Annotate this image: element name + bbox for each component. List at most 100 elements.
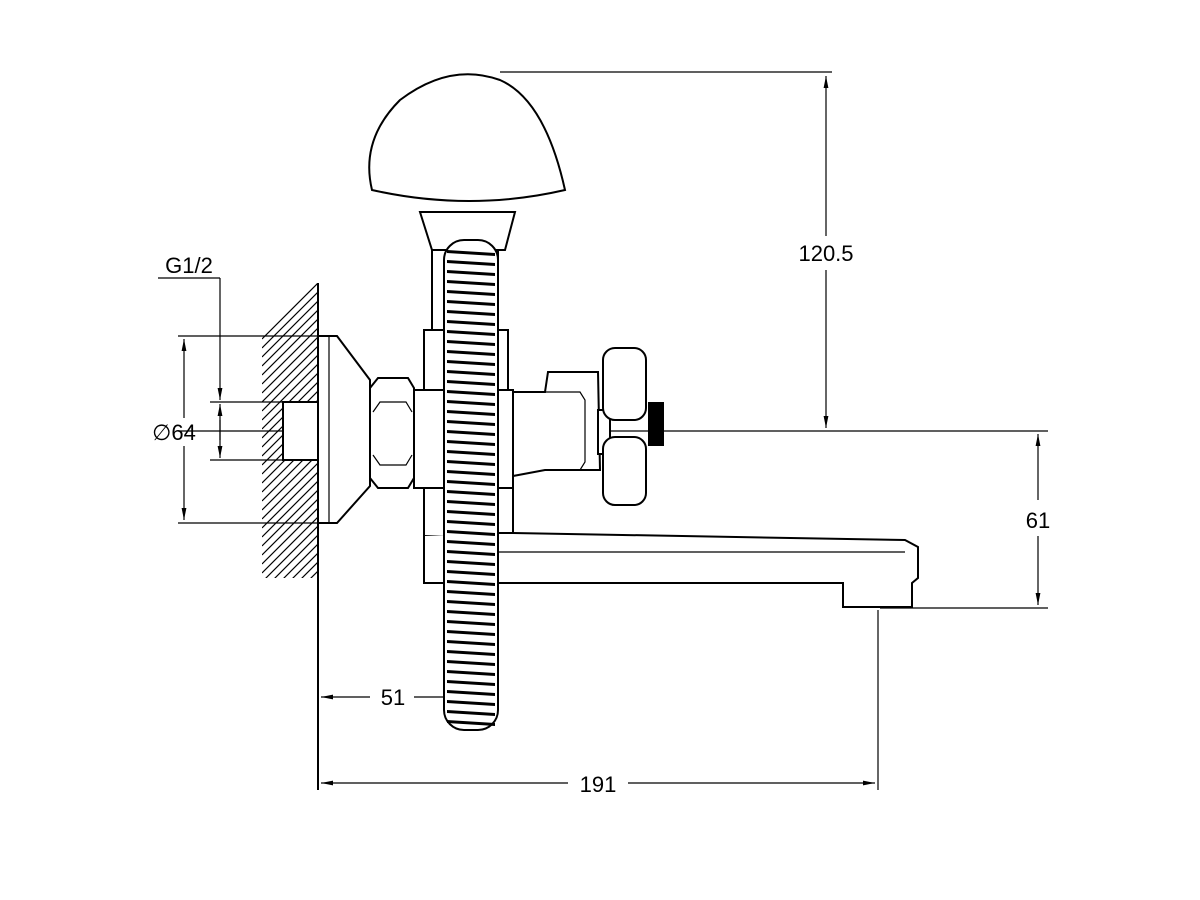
hose-rib <box>447 550 495 556</box>
hose-rib <box>447 460 495 466</box>
hose-rib <box>447 540 495 546</box>
dim-label-height-shower: 120.5 <box>798 241 853 266</box>
dim-label-flange-diameter: ∅64 <box>152 420 196 445</box>
hatch-line <box>262 598 318 654</box>
hose-rib <box>447 430 495 436</box>
hose-rib <box>447 520 495 526</box>
hose-rib <box>447 560 495 566</box>
hose-rib <box>447 570 495 576</box>
shower-bracket <box>418 211 517 251</box>
hex-nut <box>369 377 415 489</box>
hatch-line <box>265 525 318 578</box>
hatch-line <box>262 625 318 681</box>
hose-rib <box>447 370 495 376</box>
hatch-line <box>262 300 318 358</box>
dimension-total-length: 191 <box>321 610 879 797</box>
hatch-line <box>262 345 318 403</box>
hose-rib <box>447 510 495 516</box>
hose-rib <box>447 280 495 286</box>
hatch-line <box>262 607 318 663</box>
shower-head <box>368 73 567 202</box>
hose-rib <box>447 440 495 446</box>
hatch-line <box>262 489 318 547</box>
hatch-line <box>262 498 318 556</box>
hose-rib <box>447 360 495 366</box>
hose-rib <box>447 260 495 266</box>
dimension-spout-height: 61 <box>880 434 1050 609</box>
hose-rib <box>447 720 495 726</box>
hatch-line <box>262 291 318 349</box>
dim-label-hose-offset: 51 <box>381 685 405 710</box>
hatch-line <box>262 318 318 376</box>
hose-rib <box>447 330 495 336</box>
hose-rib <box>447 250 495 256</box>
hose-rib <box>447 470 495 476</box>
hatch-line <box>262 616 318 672</box>
hose-rib <box>447 290 495 296</box>
dimension-hose-offset: 51 <box>321 685 444 710</box>
hatch-line <box>262 453 318 511</box>
hose-rib <box>447 380 495 386</box>
hose-rib <box>447 310 495 316</box>
hose-rib <box>447 300 495 306</box>
hatch-line <box>262 336 318 394</box>
hose-rib <box>447 610 495 616</box>
hose-rib <box>447 620 495 626</box>
dimension-flange-diameter: ∅64 <box>152 335 318 524</box>
dim-label-thread: G1/2 <box>165 253 213 278</box>
hatch-line <box>262 363 318 421</box>
hose-rib <box>447 350 495 356</box>
handle-upper-arm[interactable] <box>602 347 647 421</box>
hatch-line <box>262 462 318 520</box>
dim-label-spout-height: 61 <box>1026 508 1050 533</box>
hose-rib <box>447 410 495 416</box>
hose-rib <box>447 710 495 716</box>
hose-rib <box>447 450 495 456</box>
hose-rib <box>447 640 495 646</box>
hose-rib <box>447 490 495 496</box>
hose-rib <box>447 630 495 636</box>
hatch-line <box>262 589 318 645</box>
dim-label-total-length: 191 <box>580 772 617 797</box>
hatch-line <box>274 534 318 578</box>
hatch-line <box>262 507 318 565</box>
hose-rib <box>447 580 495 586</box>
hose-rib <box>447 320 495 326</box>
hatch-line <box>292 552 318 578</box>
dimension-thread: G1/2 <box>158 253 283 461</box>
hose-rib <box>447 480 495 486</box>
hose-rib <box>447 650 495 656</box>
hatch-line <box>310 570 318 578</box>
hatch-line <box>262 471 318 529</box>
hose-rib <box>447 690 495 696</box>
hose-rib <box>447 530 495 536</box>
wall-flange <box>317 335 371 524</box>
hatch-line <box>262 634 318 690</box>
hose-rib <box>447 390 495 396</box>
wall-hatch <box>262 283 318 690</box>
inlet-pipe <box>282 401 319 461</box>
shower-hose <box>443 239 499 731</box>
hatch-line <box>262 283 318 340</box>
hose-rib <box>447 420 495 426</box>
hatch-line <box>262 516 318 574</box>
hose-rib <box>447 270 495 276</box>
hose-rib <box>447 500 495 506</box>
hose-rib <box>447 680 495 686</box>
hose-rib <box>447 660 495 666</box>
dimension-height-shower: 120.5 <box>500 71 854 428</box>
handle-lower-arm[interactable] <box>602 436 647 506</box>
hose-rib <box>447 400 495 406</box>
hatch-line <box>262 580 318 636</box>
hatch-line <box>283 543 318 578</box>
hose-rib <box>447 700 495 706</box>
diverter-valve <box>512 371 602 478</box>
hose-rib <box>447 670 495 676</box>
hatch-line <box>262 327 318 385</box>
hatch-line <box>262 480 318 538</box>
hatch-line <box>262 309 318 367</box>
hose-rib <box>447 600 495 606</box>
hose-rib <box>447 340 495 346</box>
